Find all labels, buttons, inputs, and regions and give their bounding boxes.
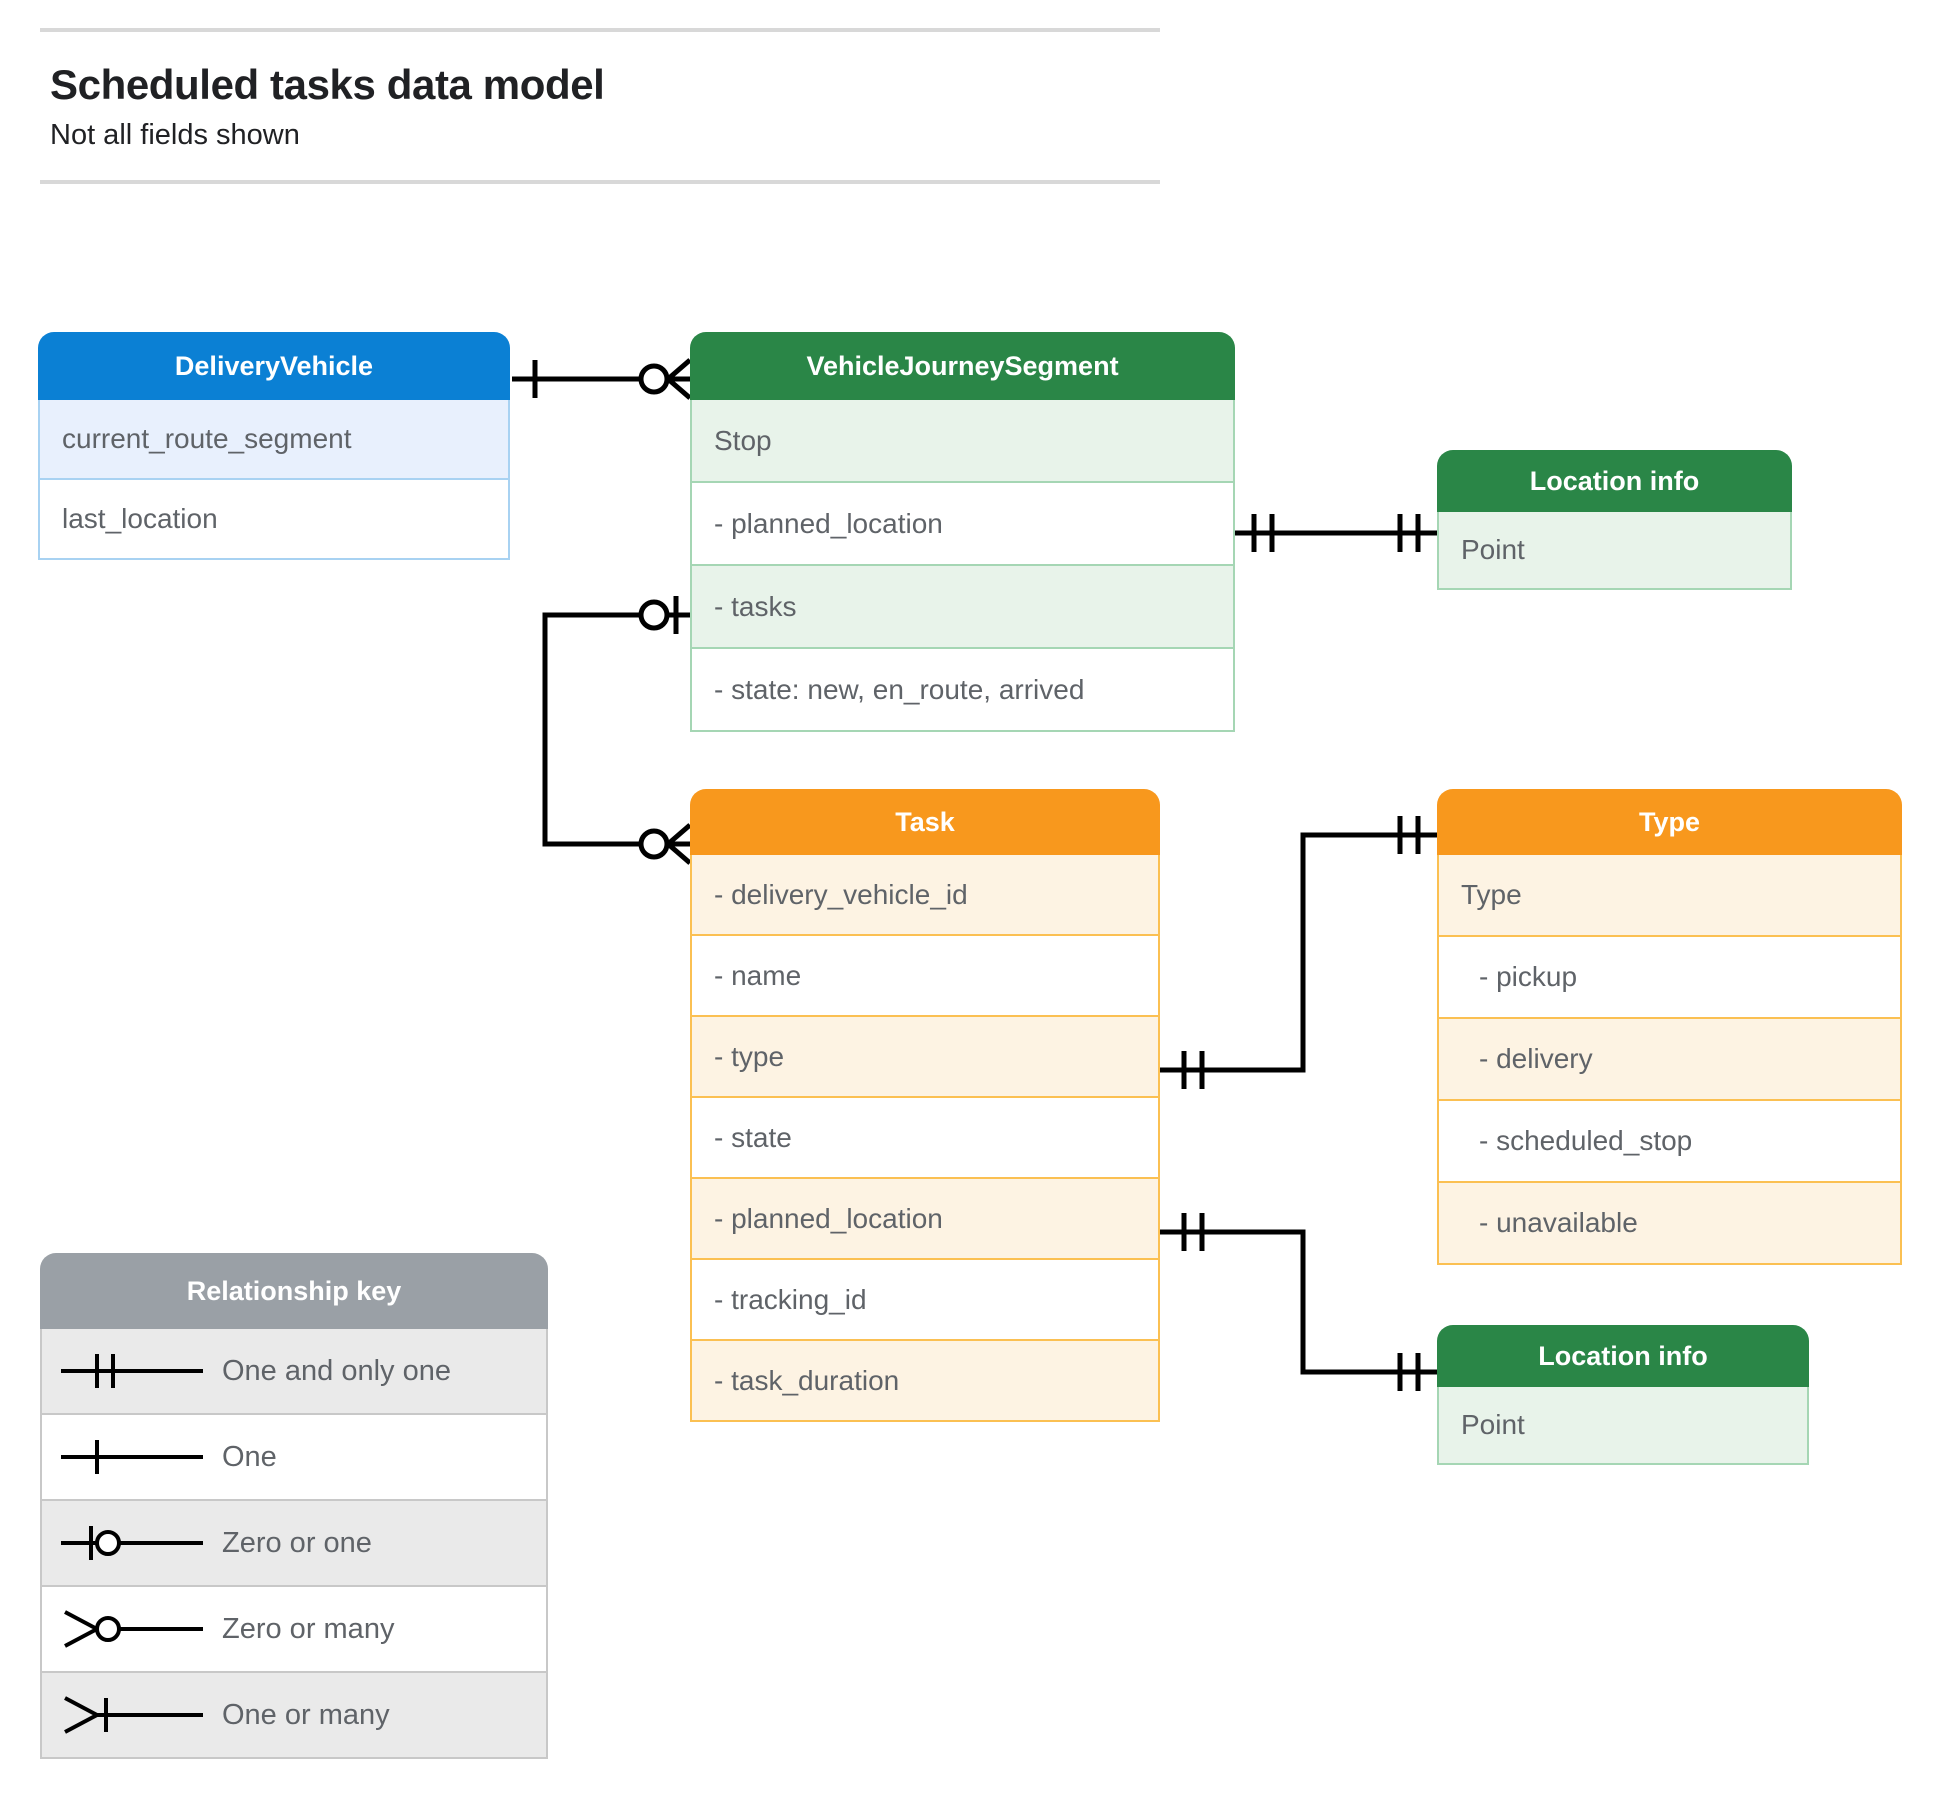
- legend-label: One: [222, 1440, 277, 1473]
- entity-field: - scheduled_stop: [1437, 1101, 1902, 1183]
- legend-label: One or many: [222, 1698, 390, 1731]
- one-and-only-one-icon: [42, 1346, 222, 1396]
- entity-rows-location-info-bottom: Point: [1437, 1387, 1809, 1465]
- connector-task-locationinfo: [1160, 1229, 1437, 1375]
- entity-delivery-vehicle[interactable]: DeliveryVehicle current_route_segment la…: [38, 332, 510, 560]
- entity-field: Point: [1437, 512, 1792, 590]
- relationship-key-legend[interactable]: Relationship key One and only one: [40, 1253, 548, 1759]
- entity-location-info-bottom[interactable]: Location info Point: [1437, 1325, 1809, 1465]
- entity-field: - state: [690, 1098, 1160, 1179]
- entity-title-task: Task: [690, 789, 1160, 855]
- entity-field: - state: new, en_route, arrived: [690, 649, 1235, 732]
- marker-zero-circle: [638, 363, 670, 395]
- marker-crow2-up: [666, 823, 692, 846]
- page-title: Scheduled tasks data model: [50, 61, 605, 108]
- legend-item: One and only one: [40, 1329, 548, 1415]
- entity-field: - type: [690, 1017, 1160, 1098]
- document-header: Scheduled tasks data model Not all field…: [40, 28, 1160, 185]
- entity-field: Stop: [690, 400, 1235, 483]
- one-icon: [42, 1432, 222, 1482]
- legend-label: Zero or many: [222, 1612, 395, 1645]
- entity-title-delivery-vehicle: DeliveryVehicle: [38, 332, 510, 400]
- legend-label: Zero or one: [222, 1526, 372, 1559]
- entity-field: - tracking_id: [690, 1260, 1160, 1341]
- legend-label: One and only one: [222, 1354, 451, 1387]
- entity-rows-type: Type - pickup - delivery - scheduled_sto…: [1437, 855, 1902, 1265]
- entity-title-type: Type: [1437, 789, 1902, 855]
- marker-crow-down: [666, 377, 692, 400]
- entity-title-location-info-top: Location info: [1437, 450, 1792, 512]
- header-rule-bottom: [40, 180, 1160, 185]
- entity-rows-location-info-top: Point: [1437, 512, 1792, 590]
- entity-field: current_route_segment: [38, 400, 510, 480]
- entity-vehicle-journey-segment[interactable]: VehicleJourneySegment Stop - planned_loc…: [690, 332, 1235, 732]
- entity-rows-delivery-vehicle: current_route_segment last_location: [38, 400, 510, 560]
- zero-or-one-icon: [42, 1518, 222, 1568]
- zero-or-many-icon: [42, 1604, 222, 1654]
- entity-field: - planned_location: [690, 483, 1235, 566]
- entity-rows-vehicle-journey-segment: Stop - planned_location - tasks - state:…: [690, 400, 1235, 732]
- entity-field: - delivery_vehicle_id: [690, 855, 1160, 936]
- legend-title: Relationship key: [40, 1253, 548, 1329]
- entity-field: - planned_location: [690, 1179, 1160, 1260]
- entity-type[interactable]: Type Type - pickup - delivery - schedule…: [1437, 789, 1902, 1265]
- connector-task-type: [1160, 832, 1437, 1073]
- marker-crow2-down: [666, 842, 692, 865]
- entity-field: Type: [1437, 855, 1902, 937]
- entity-field: last_location: [38, 480, 510, 560]
- legend-item: Zero or many: [40, 1587, 548, 1673]
- marker-zero-circle-3: [638, 828, 670, 860]
- header-rule-top: [40, 28, 1160, 32]
- marker-zero-circle-2: [638, 599, 670, 631]
- entity-title-vehicle-journey-segment: VehicleJourneySegment: [690, 332, 1235, 400]
- entity-field: - tasks: [690, 566, 1235, 649]
- entity-field: - name: [690, 936, 1160, 1017]
- marker-crow-up: [666, 358, 692, 381]
- legend-item: One or many: [40, 1673, 548, 1759]
- one-or-many-icon: [42, 1690, 222, 1740]
- page-subtitle: Not all fields shown: [50, 119, 300, 152]
- entity-field: - pickup: [1437, 937, 1902, 1019]
- legend-item: Zero or one: [40, 1501, 548, 1587]
- entity-field: - task_duration: [690, 1341, 1160, 1422]
- connector-vjs-tasks-task: [542, 612, 690, 847]
- legend-item: One: [40, 1415, 548, 1501]
- entity-task[interactable]: Task - delivery_vehicle_id - name - type…: [690, 789, 1160, 1422]
- legend-rows: One and only one One: [40, 1329, 548, 1759]
- entity-field: - delivery: [1437, 1019, 1902, 1101]
- entity-location-info-top[interactable]: Location info Point: [1437, 450, 1792, 590]
- entity-field: - unavailable: [1437, 1183, 1902, 1265]
- entity-rows-task: - delivery_vehicle_id - name - type - st…: [690, 855, 1160, 1422]
- entity-field: Point: [1437, 1387, 1809, 1465]
- entity-title-location-info-bottom: Location info: [1437, 1325, 1809, 1387]
